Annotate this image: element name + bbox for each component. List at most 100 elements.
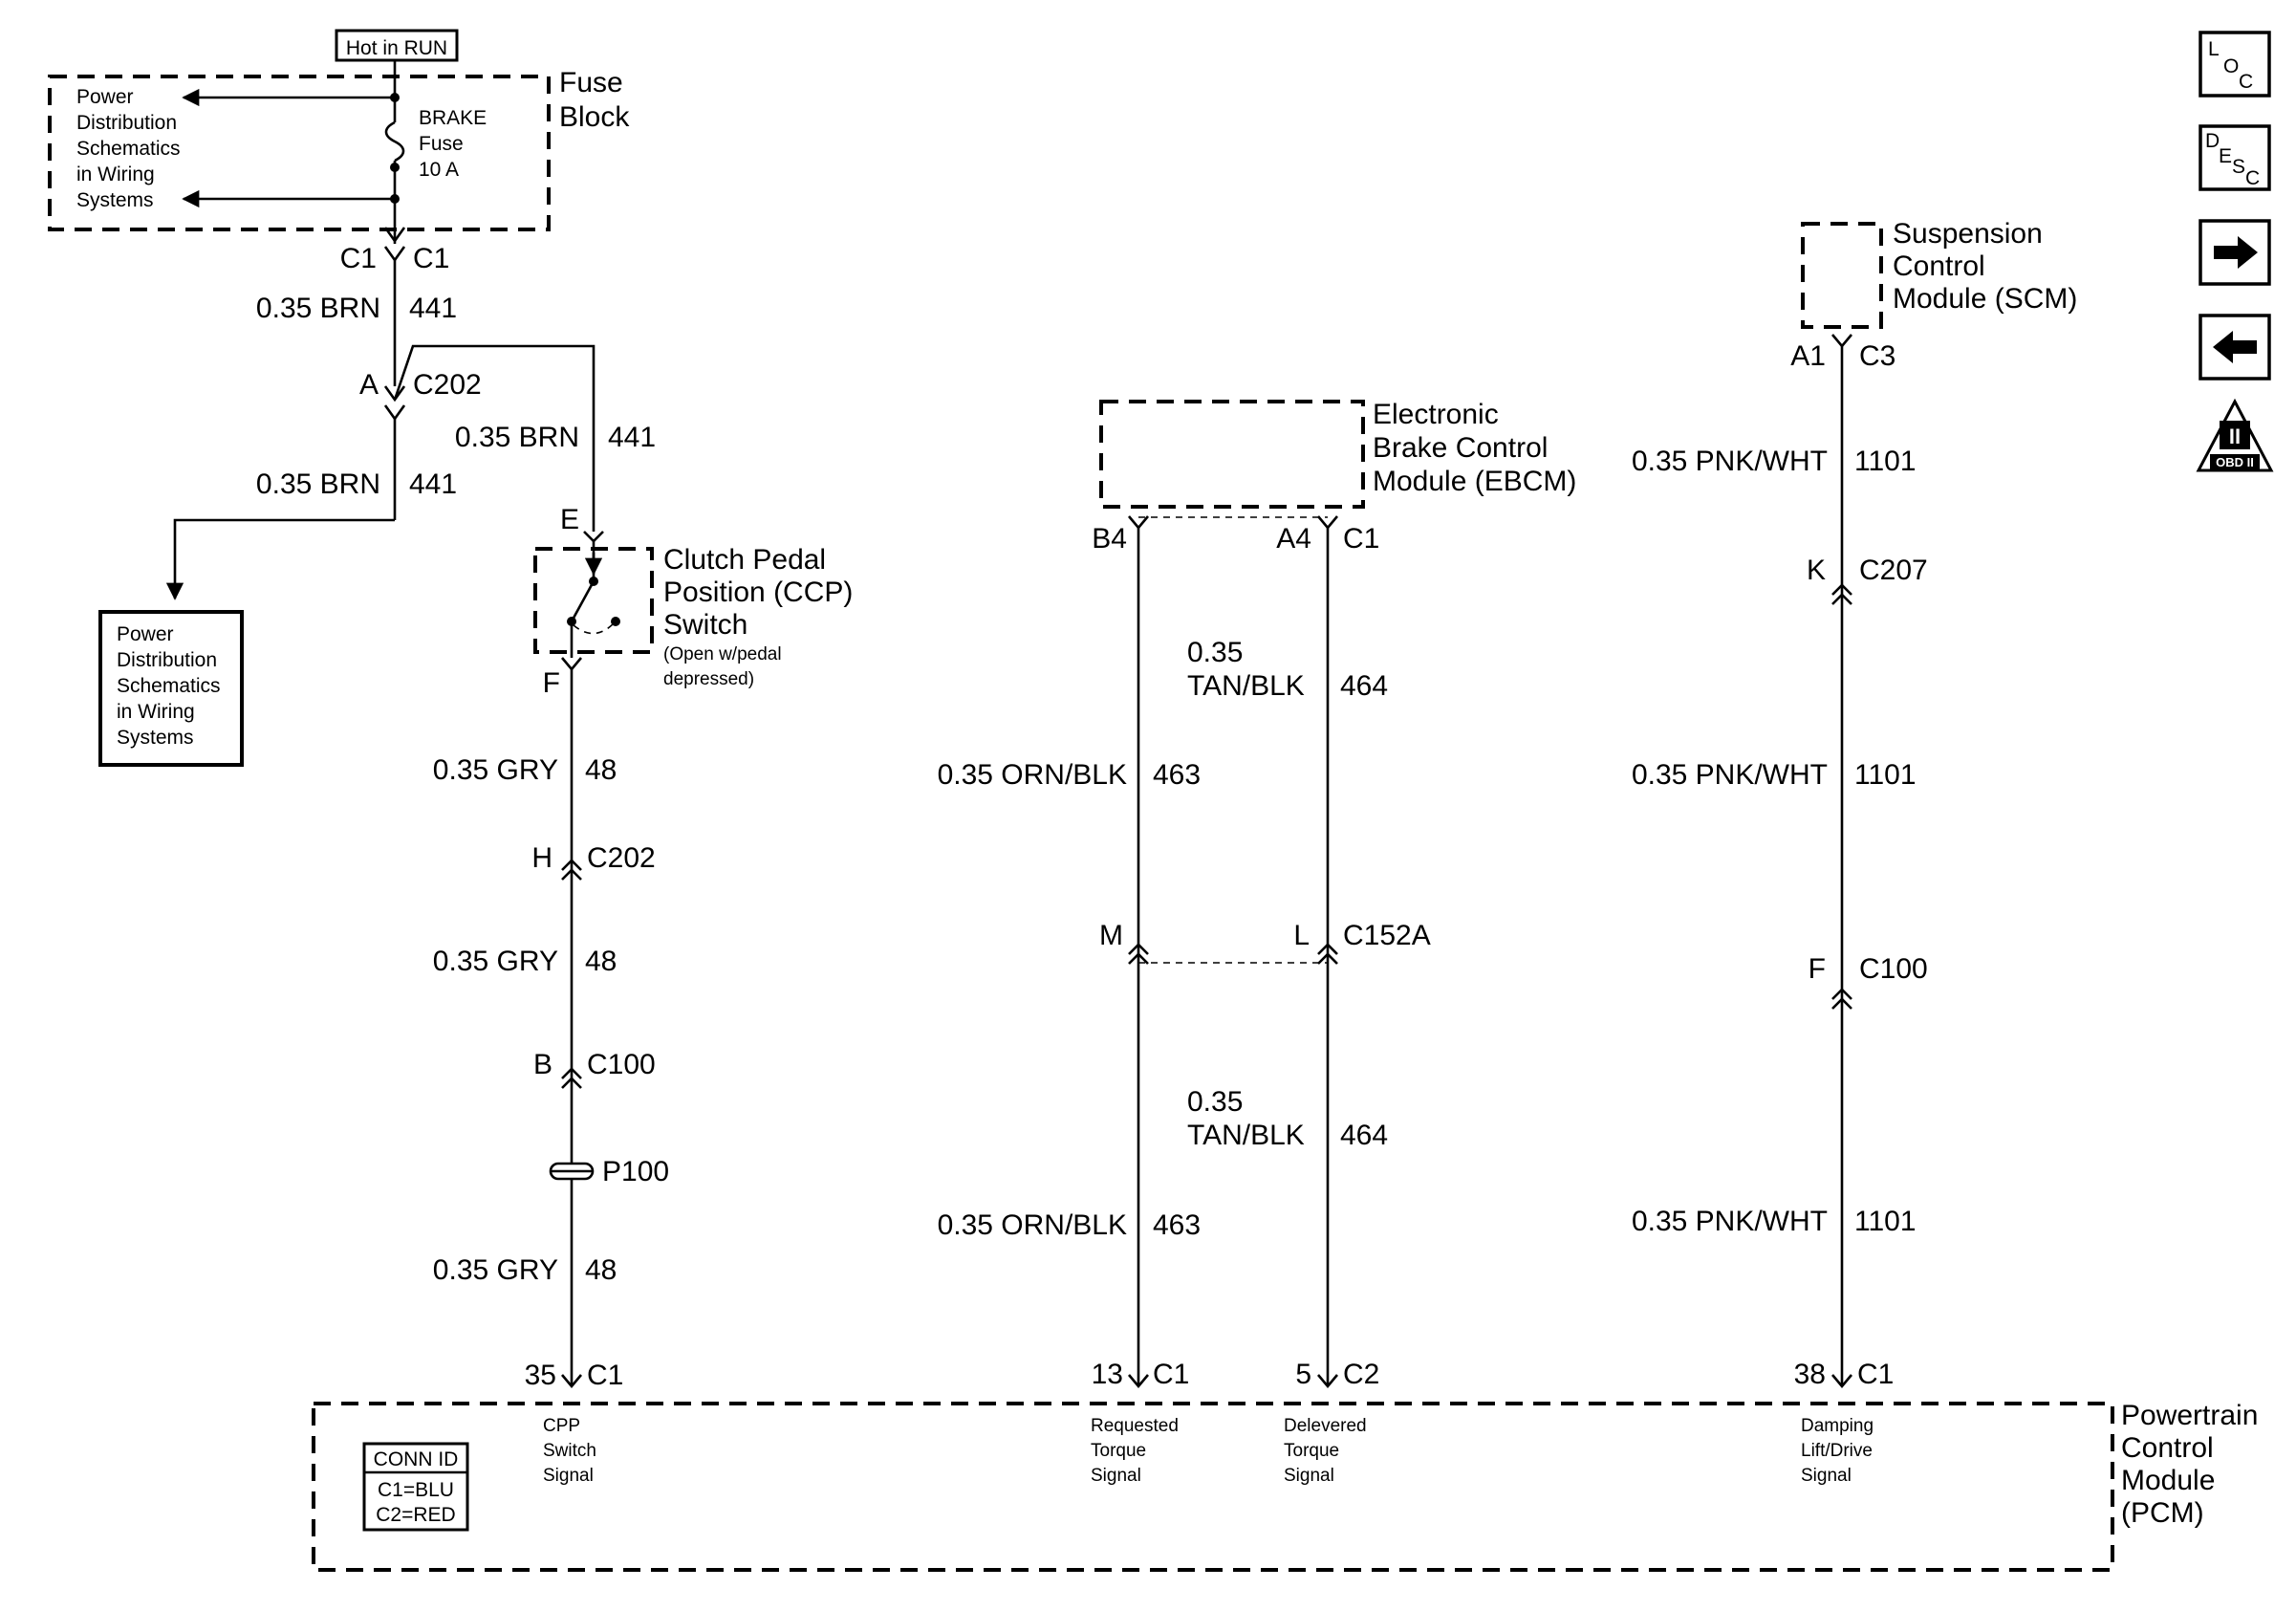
connector-c1-female — [383, 227, 406, 244]
location-button[interactable]: L O C — [2199, 31, 2271, 98]
ccp-switch-note: (Open w/pedal depressed) — [663, 644, 787, 689]
circuit-label-48-1: 48 — [585, 754, 617, 786]
arrow-left-icon — [2213, 331, 2257, 363]
ebcm-c1-label: C1 — [1343, 523, 1379, 555]
connector-c202-male — [383, 404, 406, 422]
conn-id-title: CONN ID — [374, 1448, 459, 1470]
scm-pin-a1-label: A1 — [1790, 340, 1826, 372]
c152a-label: C152A — [1343, 920, 1431, 951]
c100-pin-f-label: F — [1809, 953, 1826, 985]
circuit-label-441-branch: 441 — [608, 422, 656, 453]
obd-ii-button[interactable]: II OBD II — [2196, 398, 2274, 472]
pcm-pin-35-label: 35 — [525, 1360, 556, 1391]
pcm-pin-5-label: 5 — [1295, 1359, 1311, 1390]
circuit-441: 0.35 BRN 441 A C202 0.35 BRN 441 0.35 BR… — [165, 260, 656, 600]
power-distribution-ref-box: Power Distribution Schematics in Wiring … — [98, 610, 244, 767]
circuit-label-441-lower: 441 — [409, 468, 457, 500]
loc-letter-l: L — [2208, 38, 2220, 60]
fuse-c1-left-label: C1 — [340, 243, 377, 274]
desc-letter-s: S — [2232, 156, 2245, 178]
wire-label-brn-upper: 0.35 BRN — [256, 293, 380, 324]
fuse-block-title: Fuse Block — [559, 67, 631, 133]
obd-ii-label: OBD II — [2216, 455, 2254, 469]
next-page-button[interactable] — [2199, 219, 2271, 286]
c202-pin-h-label: H — [531, 842, 552, 874]
c207-label: C207 — [1859, 555, 1928, 586]
pcm-title: Powertrain Control Module (PCM) — [2121, 1400, 2266, 1529]
wire-label-pnk-wht-1: 0.35 PNK/WHT — [1632, 446, 1828, 477]
brake-fuse-icon — [384, 120, 405, 163]
circuit-464: 0.35 TAN/BLK 464 L C152A 0.35 TAN/BLK 46… — [1138, 528, 1431, 1384]
circuit-48: 0.35 GRY 48 H C202 0.35 GRY 48 B C100 P1… — [433, 669, 669, 1384]
circuit-label-48-3: 48 — [585, 1254, 617, 1286]
wire-label-pnk-wht-2: 0.35 PNK/WHT — [1632, 759, 1828, 791]
loc-letter-o: O — [2223, 55, 2239, 77]
wire-label-gry-1: 0.35 GRY — [433, 754, 558, 786]
scm-outline — [1801, 222, 1883, 329]
desc-letter-d: D — [2205, 130, 2220, 152]
hot-in-run-box — [335, 29, 459, 62]
circuit-label-1101-2: 1101 — [1854, 759, 1917, 791]
wire-label-gry-3: 0.35 GRY — [433, 1254, 558, 1286]
ebcm-outline — [1099, 400, 1365, 509]
wire-label-orn-blk-upper: 0.35 ORN/BLK — [938, 759, 1127, 791]
pcm-pin-38-connector: C1 — [1857, 1359, 1894, 1390]
power-distribution-box-text: Power Distribution Schematics in Wiring … — [117, 623, 226, 749]
wire-441-branch — [393, 344, 596, 532]
arrow-right-icon — [2214, 236, 2258, 269]
fuse-block-outline — [48, 75, 551, 231]
hot-in-run-label: Hot in RUN — [346, 37, 447, 59]
description-button[interactable]: D E S C — [2199, 124, 2271, 191]
circuit-label-463-lower: 463 — [1153, 1209, 1201, 1241]
ccp-switch-title: Clutch Pedal Position (CCP) Switch — [663, 544, 861, 641]
scm-title: Suspension Control Module (SCM) — [1893, 218, 2077, 315]
c152a-pin-m-label: M — [1099, 920, 1123, 951]
desc-letter-c: C — [2245, 167, 2260, 189]
circuit-label-441-upper: 441 — [409, 293, 457, 324]
pcm-signal-delivered-torque: Delevered Torque Signal — [1284, 1416, 1372, 1486]
circuit-label-464-lower: 464 — [1340, 1120, 1388, 1151]
conn-id-row-c1: C1=BLU — [378, 1479, 454, 1501]
ccp-pin-f-connector — [561, 657, 582, 672]
scm: Suspension Control Module (SCM) A1 C3 — [1790, 218, 2077, 372]
pcm-outline — [312, 1402, 2114, 1572]
circuit-label-1101-3: 1101 — [1854, 1206, 1917, 1237]
ccp-pin-f-label: F — [543, 667, 560, 699]
fuse-c1-right-label: C1 — [413, 243, 449, 274]
c100-label-left: C100 — [587, 1049, 656, 1080]
c207-pin-k-label: K — [1807, 555, 1826, 586]
pcm-signal-damping: Damping Lift/Drive Signal — [1801, 1416, 1878, 1486]
obd-ii-numeral: II — [2229, 425, 2241, 448]
pcm-pin-13-label: 13 — [1092, 1359, 1123, 1390]
c202-pin-a-label: A — [359, 369, 379, 401]
circuit-1101: 0.35 PNK/WHT 1101 K C207 0.35 PNK/WHT 11… — [1632, 346, 1928, 1384]
p100-label: P100 — [602, 1156, 669, 1187]
c100-label-right: C100 — [1859, 953, 1928, 985]
circuit-label-48-2: 48 — [585, 946, 617, 977]
wire-label-brn-lower: 0.35 BRN — [256, 468, 380, 500]
pcm-pin-13-connector: C1 — [1153, 1359, 1189, 1390]
switch-contact-icon — [570, 580, 596, 622]
pcm-pin-5-connector: C2 — [1343, 1359, 1379, 1390]
ccp-switch: E F Clutch Pedal Position (CCP) Switch (… — [533, 504, 861, 699]
scm-c3-label: C3 — [1859, 340, 1895, 372]
desc-letter-e: E — [2219, 145, 2232, 167]
pcm: Powertrain Control Module (PCM) CONN ID … — [312, 1359, 2266, 1572]
wire-label-orn-blk-lower: 0.35 ORN/BLK — [938, 1209, 1127, 1241]
ebcm: Electronic Brake Control Module (EBCM) B… — [1092, 399, 1576, 555]
circuit-463: 0.35 ORN/BLK 463 M 0.35 ORN/BLK 463 — [938, 528, 1201, 1384]
c202-label-lower: C202 — [587, 842, 656, 874]
wire-to-power-distribution — [165, 518, 395, 600]
pcm-signal-cpp: CPP Switch Signal — [543, 1416, 601, 1486]
circuit-label-463-upper: 463 — [1153, 759, 1201, 791]
brake-fuse-label: BRAKE Fuse 10 A — [419, 107, 492, 181]
c202-label-upper: C202 — [413, 369, 482, 401]
loc-letter-c: C — [2239, 71, 2253, 93]
wire-label-brn-branch: 0.35 BRN — [455, 422, 579, 453]
circuit-label-1101-1: 1101 — [1854, 446, 1917, 477]
pcm-pin-38-label: 38 — [1794, 1359, 1826, 1390]
previous-page-button[interactable] — [2199, 314, 2271, 381]
connector-c1-male — [383, 246, 406, 263]
c100-pin-b-label: B — [533, 1049, 552, 1080]
pcm-pin-35-connector: C1 — [587, 1360, 623, 1391]
